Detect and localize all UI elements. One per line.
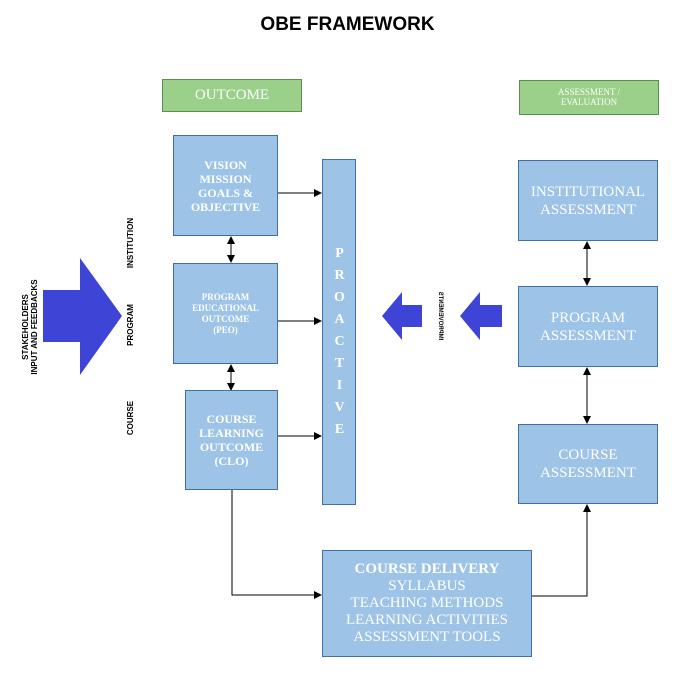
course-assessment-box: COURSE ASSESSMENT (518, 424, 658, 504)
assessment-header-line2: EVALUATION (560, 96, 618, 107)
peo-line4: (PEO) (213, 324, 238, 335)
proactive-label: PROACTIVE (332, 246, 347, 444)
goals-line: GOALS & (197, 185, 253, 200)
stakeholders-big-arrow (43, 258, 122, 375)
assessment-header: ASSESSMENT / EVALUATION (519, 80, 659, 115)
peo-line1: PROGRAM (201, 291, 250, 302)
delivery-item-teaching-methods: TEACHING METHODS (350, 595, 504, 611)
feedback-arrow-right (460, 292, 502, 340)
page-title: OBE FRAMEWORK (260, 14, 435, 35)
delivery-item-syllabus: SYLLABUS (388, 578, 466, 594)
stakeholders-label-line1: STAKEHOLDERS (21, 294, 30, 360)
clo-line3: OUTCOME (199, 440, 264, 454)
delivery-item-learning-activities: LEARNING ACTIVITIES (345, 612, 509, 628)
proactive-bar: PROACTIVE (322, 159, 356, 505)
stakeholders-label-line2: INPUT AND FEEDBACKS (30, 279, 39, 375)
institutional-line2: ASSESSMENT (540, 201, 636, 218)
clo-to-delivery-arrow (231, 490, 322, 599)
program-assessment-line1: PROGRAM (550, 309, 626, 326)
peo-box: PROGRAM EDUCATIONAL OUTCOME (PEO) (173, 263, 278, 364)
vision-line: VISION (204, 157, 247, 172)
mission-line: MISSION (199, 171, 252, 186)
stakeholders-label: STAKEHOLDERS INPUT AND FEEDBACKS (21, 277, 39, 377)
feedback-arrow-left (382, 292, 422, 340)
clo-line1: COURSE (206, 412, 257, 426)
course-delivery-title: COURSE DELIVERY (354, 561, 500, 577)
course-label: COURSE (126, 400, 135, 436)
outcome-header: OUTCOME (162, 79, 302, 112)
objective-line: OBJECTIVE (190, 199, 261, 214)
program-assessment-box: PROGRAM ASSESSMENT (518, 286, 658, 367)
delivery-to-course-assessment-arrow (532, 504, 591, 597)
clo-line4: (CLO) (214, 454, 249, 468)
outcome-header-label: OUTCOME (194, 86, 270, 103)
institution-label: INSTITUTION (126, 217, 135, 269)
program-assessment-line2: ASSESSMENT (540, 327, 636, 344)
clo-box: COURSE LEARNING OUTCOME (CLO) (185, 390, 278, 490)
peo-line2: EDUCATIONAL (192, 302, 259, 313)
peo-line3: OUTCOME (201, 313, 250, 324)
course-assessment-line1: COURSE (558, 447, 618, 463)
institutional-assessment-box: INSTITUTIONAL ASSESSMENT (518, 160, 658, 241)
course-delivery-box: COURSE DELIVERY SYLLABUS TEACHING METHOD… (322, 550, 532, 657)
assessment-header-line1: ASSESSMENT / (557, 87, 621, 98)
institutional-line1: INSTITUTIONAL (530, 183, 646, 200)
improvements-mirrored-label: IMPROVEMENTS (437, 291, 443, 341)
course-assessment-line2: ASSESSMENT (540, 465, 636, 481)
program-label: PROGRAM (126, 304, 135, 346)
vision-mission-box: VISION MISSION GOALS & OBJECTIVE (173, 135, 278, 236)
clo-line2: LEARNING (199, 426, 264, 440)
delivery-item-assessment-tools: ASSESSMENT TOOLS (353, 629, 501, 645)
